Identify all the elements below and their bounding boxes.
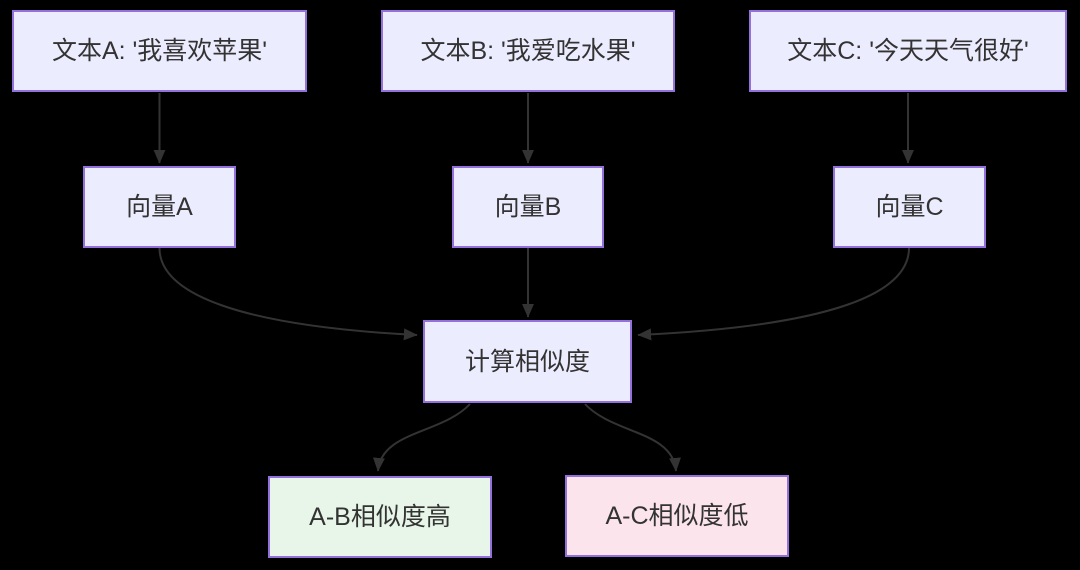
node-text-b: 文本B: '我爱吃水果' [381, 10, 675, 92]
node-label: 文本B: '我爱吃水果' [420, 37, 636, 65]
edge-compute-similarity-to-result-ab [373, 403, 471, 472]
node-label: 文本C: '今天天气很好' [787, 37, 1029, 65]
node-result-ab: A-B相似度高 [268, 476, 492, 558]
node-vector-b: 向量B [452, 166, 604, 248]
node-label: 计算相似度 [464, 347, 590, 376]
node-label: A-C相似度低 [605, 502, 749, 530]
node-result-ac: A-C相似度低 [565, 475, 789, 557]
edge-compute-similarity-to-result-ac [584, 403, 681, 472]
edge-vector-a-to-compute-similarity [158, 247, 418, 341]
node-label: 向量A [126, 193, 193, 221]
node-label: 向量B [494, 193, 562, 221]
node-label: 文本A: '我喜欢苹果' [51, 37, 268, 65]
node-text-a: 文本A: '我喜欢苹果' [12, 10, 307, 92]
node-compute-similarity: 计算相似度 [423, 320, 632, 403]
node-label: 向量C [875, 193, 944, 221]
node-text-c: 文本C: '今天天气很好' [749, 10, 1067, 92]
node-vector-c: 向量C [833, 166, 986, 248]
node-vector-a: 向量A [83, 166, 236, 248]
edge-vector-c-to-compute-similarity [637, 247, 910, 341]
node-label: A-B相似度高 [309, 503, 451, 531]
edge-group [153, 93, 914, 472]
